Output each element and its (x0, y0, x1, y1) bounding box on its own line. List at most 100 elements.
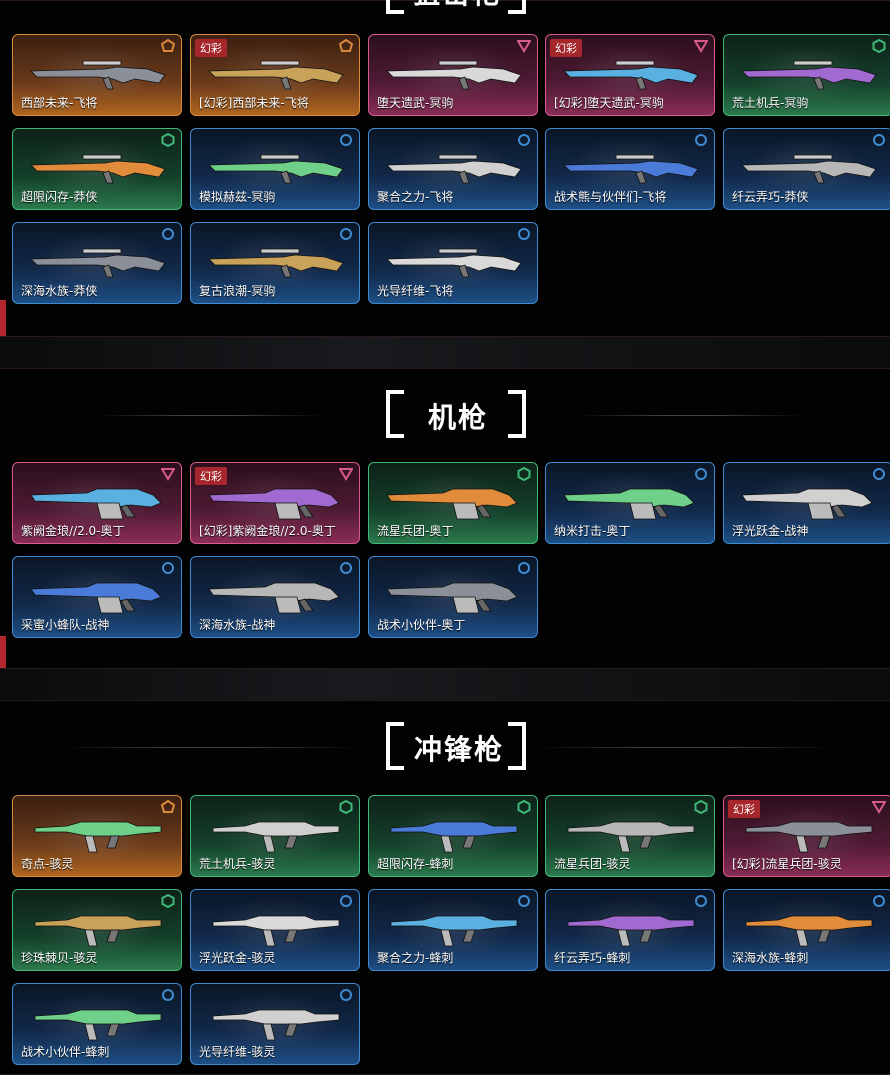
skin-card[interactable]: 聚合之力-蜂刺 (368, 889, 538, 971)
skin-card[interactable]: 纤云弄巧-莽侠 (723, 128, 890, 210)
skin-name: 流星兵团-奥丁 (377, 524, 454, 538)
skin-name: 浮光跃金-骇灵 (199, 951, 276, 965)
skin-card[interactable]: 堕天遗武-冥驹 (368, 34, 538, 116)
weapon-skin-image (34, 821, 162, 853)
variant-badge: 幻彩 (550, 39, 582, 57)
skin-name: 聚合之力-飞将 (377, 190, 454, 204)
section-sniper: 狙击枪 西部未来-飞将幻彩[幻彩]西部未来-飞将堕天遗武-冥驹幻彩[幻彩]堕天遗… (0, 0, 890, 337)
skin-card[interactable]: 珍珠棘贝-骇灵 (12, 889, 182, 971)
weapon-skin-image (30, 154, 166, 184)
hexagon-icon (161, 894, 175, 908)
skin-card[interactable]: 深海水族-蜂刺 (723, 889, 890, 971)
bracket-left-icon (386, 390, 404, 438)
section-divider (0, 669, 890, 700)
skin-card[interactable]: 光导纤维-飞将 (368, 222, 538, 304)
skin-name: 紫阙金琅//2.0-奥丁 (21, 524, 125, 538)
pentagon-icon (161, 800, 175, 813)
circle-icon (340, 562, 352, 574)
weapon-skin-image (208, 248, 344, 278)
skin-card[interactable]: 奇点-骇灵 (12, 795, 182, 877)
title-divider-line (95, 415, 325, 416)
triangle-icon (872, 801, 886, 814)
circle-icon (162, 562, 174, 574)
skin-card[interactable]: 战术小伙伴-奥丁 (368, 556, 538, 638)
skin-card[interactable]: 超限闪存-莽侠 (12, 128, 182, 210)
section-title-smg: 冲锋枪 (0, 722, 890, 772)
variant-badge: 幻彩 (728, 800, 760, 818)
triangle-icon (694, 40, 708, 53)
weapon-skin-image (741, 488, 873, 520)
skin-card[interactable]: 模拟赫兹-冥驹 (190, 128, 360, 210)
pentagon-icon (161, 39, 175, 52)
skin-card[interactable]: 幻彩[幻彩]堕天遗武-冥驹 (545, 34, 715, 116)
skin-name: [幻彩]西部未来-飞将 (199, 96, 309, 110)
skin-card[interactable]: 复古浪潮-冥驹 (190, 222, 360, 304)
skin-card[interactable]: 幻彩[幻彩]流星兵团-骇灵 (723, 795, 890, 877)
skin-card[interactable]: 光导纤维-骇灵 (190, 983, 360, 1065)
skin-card[interactable]: 纳米打击-奥丁 (545, 462, 715, 544)
skin-name: 堕天遗武-冥驹 (377, 96, 454, 110)
skin-name: 流星兵团-骇灵 (554, 857, 631, 871)
weapon-skin-image (745, 821, 873, 853)
hexagon-icon (517, 467, 531, 481)
skin-card[interactable]: 流星兵团-奥丁 (368, 462, 538, 544)
circle-icon (340, 989, 352, 1001)
circle-icon (340, 134, 352, 146)
skin-name: 战术熊与伙伴们-飞将 (554, 190, 667, 204)
section-edge-accent (0, 636, 6, 669)
weapon-skin-image (208, 154, 344, 184)
skin-card[interactable]: 纤云弄巧-蜂刺 (545, 889, 715, 971)
skin-name: 荒土机兵-骇灵 (199, 857, 276, 871)
skin-card[interactable]: 西部未来-飞将 (12, 34, 182, 116)
triangle-icon (517, 40, 531, 53)
skin-card[interactable]: 流星兵团-骇灵 (545, 795, 715, 877)
skin-name: 聚合之力-蜂刺 (377, 951, 454, 965)
skin-card[interactable]: 浮光跃金-骇灵 (190, 889, 360, 971)
bracket-left-icon (386, 722, 404, 770)
skin-card[interactable]: 幻彩[幻彩]紫阙金琅//2.0-奥丁 (190, 462, 360, 544)
pentagon-icon (339, 39, 353, 52)
skin-name: 战术小伙伴-蜂刺 (21, 1045, 110, 1059)
weapon-skin-image (212, 915, 340, 947)
skin-card[interactable]: 采蜜小蜂队-战神 (12, 556, 182, 638)
skin-card[interactable]: 浮光跃金-战神 (723, 462, 890, 544)
skin-card[interactable]: 战术小伙伴-蜂刺 (12, 983, 182, 1065)
weapon-skin-image (386, 248, 522, 278)
weapon-skin-image (30, 60, 166, 90)
skin-card[interactable]: 荒土机兵-冥驹 (723, 34, 890, 116)
section-title-text: 冲锋枪 (414, 733, 505, 766)
weapon-skin-image (567, 821, 695, 853)
circle-icon (695, 134, 707, 146)
hexagon-icon (517, 800, 531, 814)
skin-card[interactable]: 聚合之力-飞将 (368, 128, 538, 210)
skin-name: 光导纤维-飞将 (377, 284, 454, 298)
title-divider-line (60, 747, 360, 748)
circle-icon (695, 895, 707, 907)
skin-card[interactable]: 深海水族-莽侠 (12, 222, 182, 304)
hexagon-icon (694, 800, 708, 814)
skin-card[interactable]: 超限闪存-蜂刺 (368, 795, 538, 877)
skin-name: 深海水族-蜂刺 (732, 951, 809, 965)
section-title-text: 狙击枪 (412, 0, 502, 12)
skin-card[interactable]: 战术熊与伙伴们-飞将 (545, 128, 715, 210)
circle-icon (340, 228, 352, 240)
hexagon-icon (161, 133, 175, 147)
section-smg: 冲锋枪 奇点-骇灵荒土机兵-骇灵 超限闪存-蜂刺流星兵团-骇灵 幻彩[幻彩]流星兵团… (0, 700, 890, 1075)
skin-card[interactable]: 紫阙金琅//2.0-奥丁 (12, 462, 182, 544)
skin-card[interactable]: 幻彩[幻彩]西部未来-飞将 (190, 34, 360, 116)
skin-card[interactable]: 荒土机兵-骇灵 (190, 795, 360, 877)
skin-name: 深海水族-战神 (199, 618, 276, 632)
skin-card[interactable]: 深海水族-战神 (190, 556, 360, 638)
weapon-skin-image (741, 154, 877, 184)
section-title-sniper: 狙击枪 (0, 0, 890, 14)
skin-name: 珍珠棘贝-骇灵 (21, 951, 98, 965)
weapon-skin-image (741, 60, 877, 90)
skin-name: 纤云弄巧-莽侠 (732, 190, 809, 204)
circle-icon (518, 134, 530, 146)
section-title-machinegun: 机枪 (0, 390, 890, 440)
weapon-skin-image (567, 915, 695, 947)
weapon-skin-image (208, 582, 340, 614)
weapon-skin-image (563, 488, 695, 520)
weapon-skin-image (563, 154, 699, 184)
bracket-left-icon (386, 0, 404, 14)
